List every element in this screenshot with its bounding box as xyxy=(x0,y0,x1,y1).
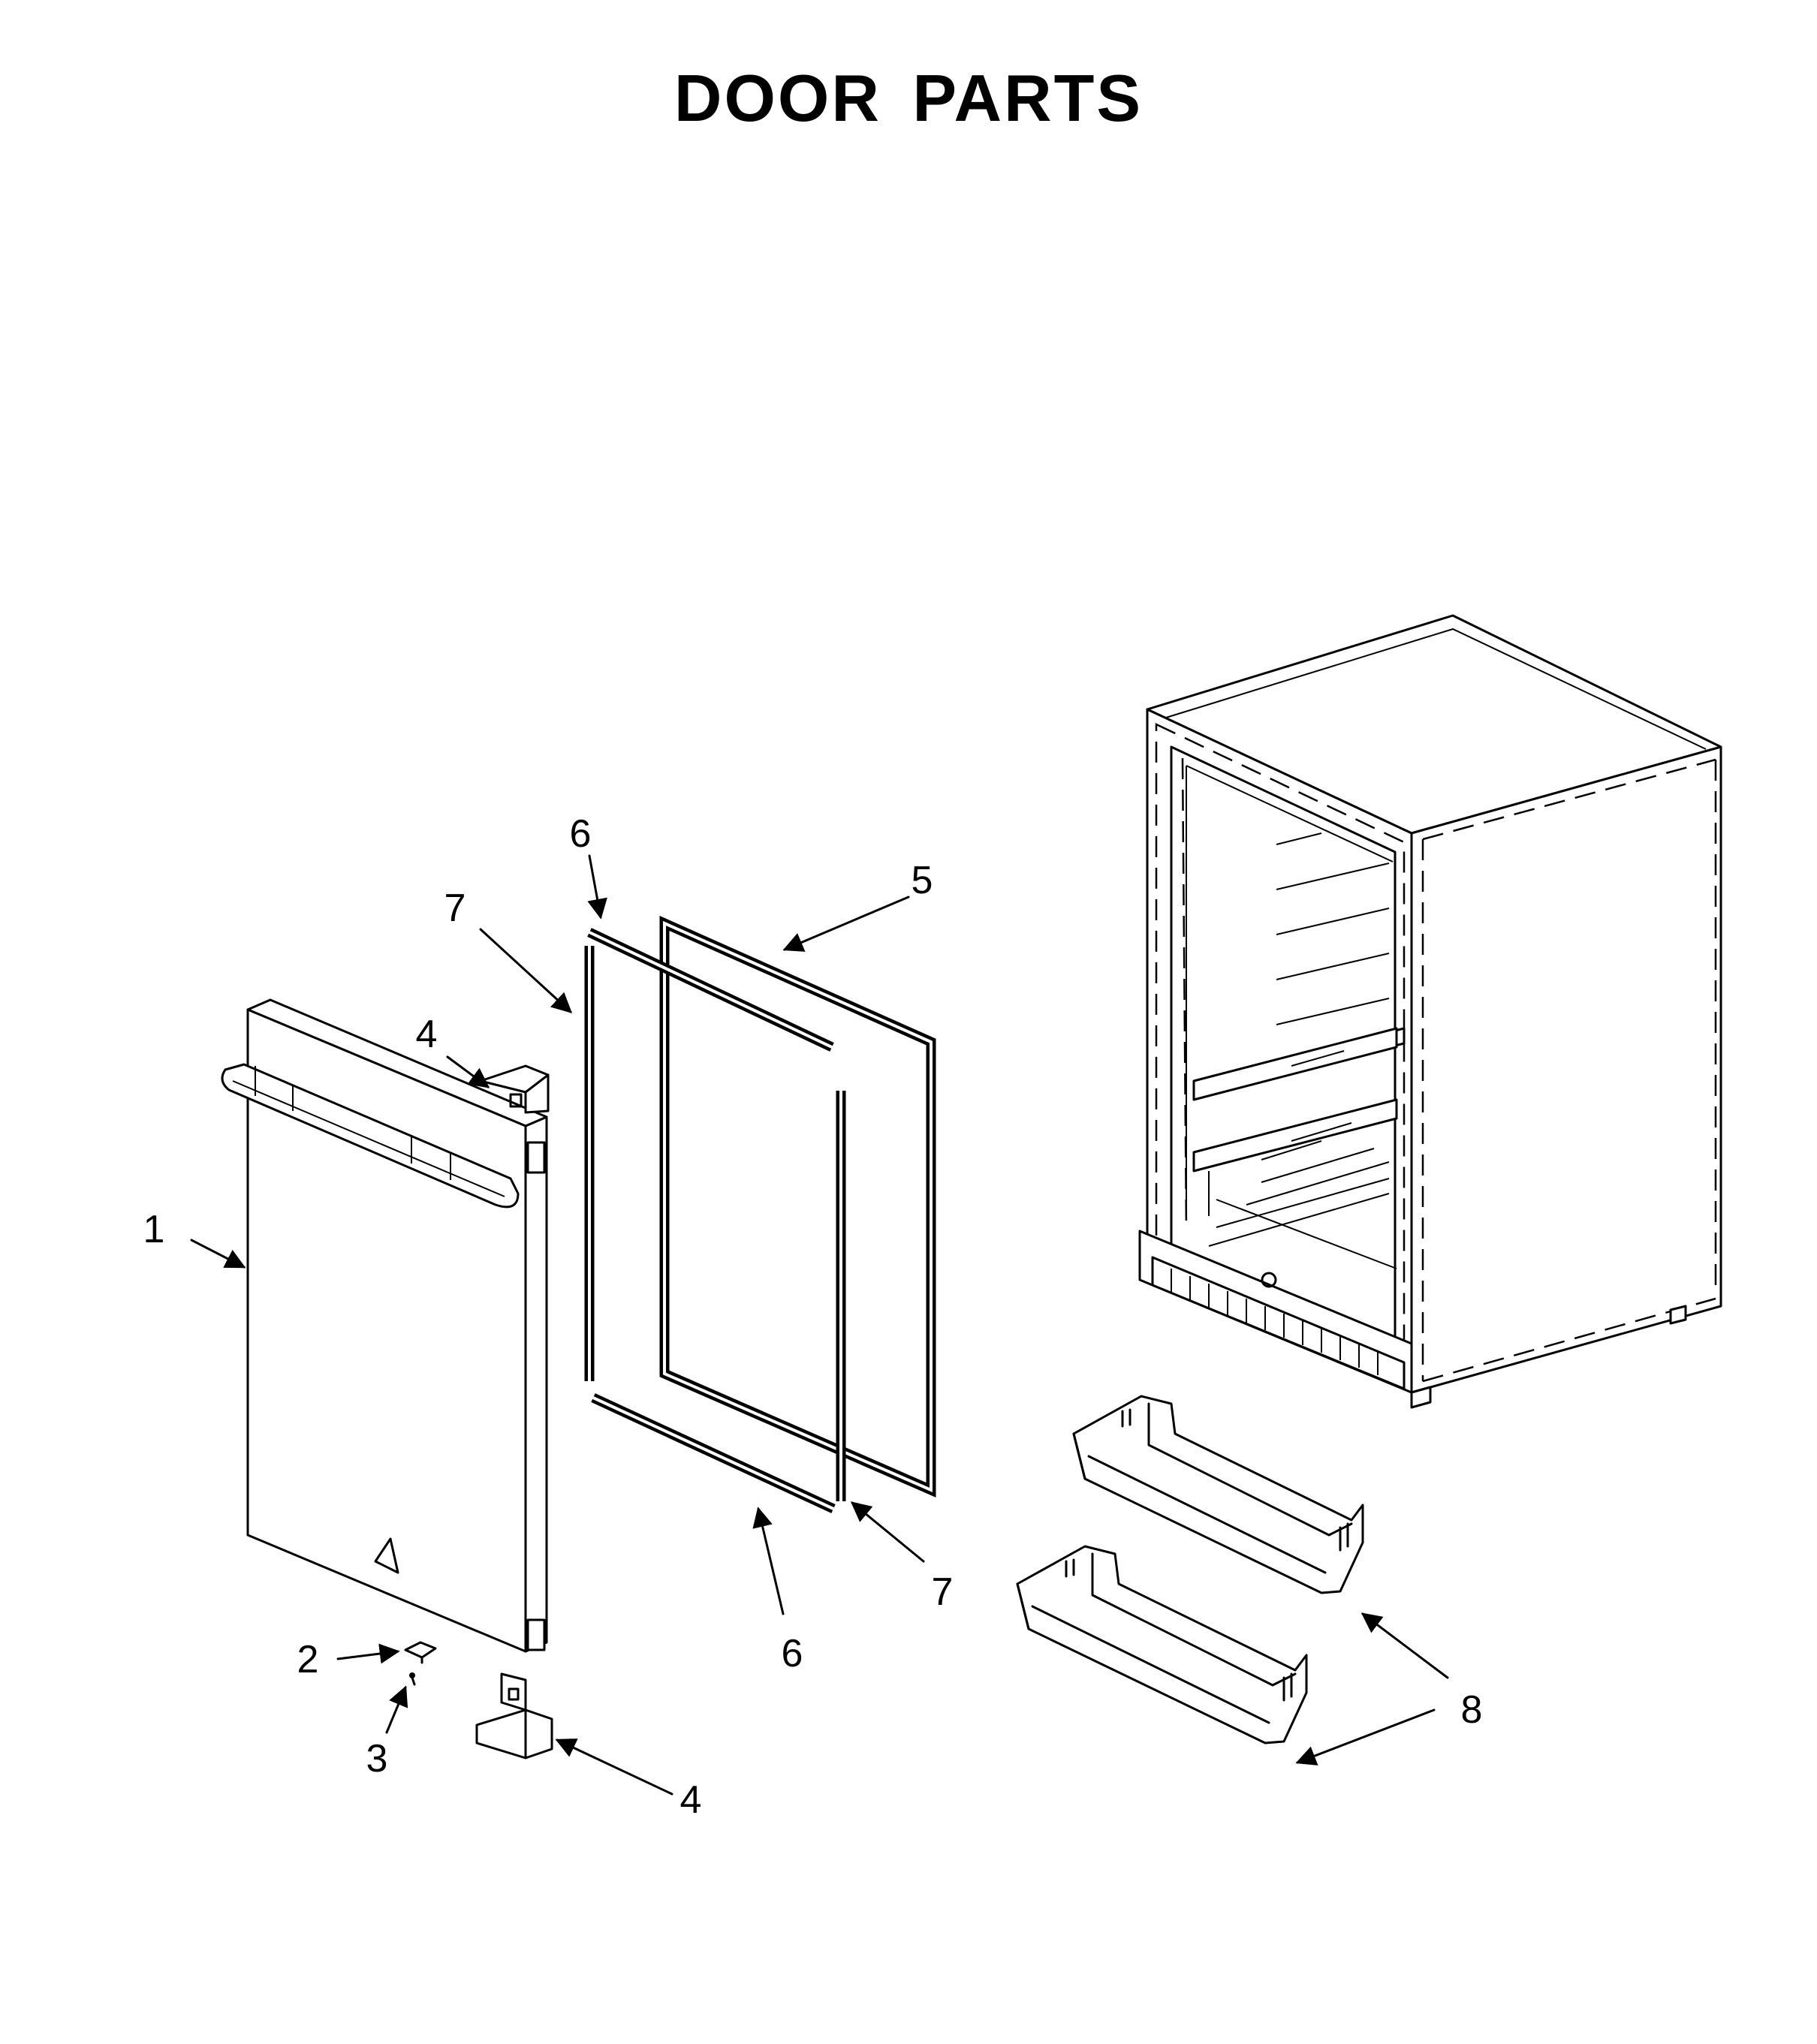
callout-4-bottom: 4 xyxy=(680,1778,702,1822)
page-title: DOOR PARTS xyxy=(673,61,1144,135)
callout-leaders xyxy=(190,854,1449,1796)
callout-5: 5 xyxy=(912,859,933,902)
hinge-cover-top-drawing xyxy=(479,1064,550,1114)
callout-labels: 1 2 3 4 4 5 6 6 7 7 8 xyxy=(143,812,1483,1822)
screw-drawing xyxy=(409,1672,416,1686)
callout-6-top: 6 xyxy=(570,812,592,856)
callout-4-top: 4 xyxy=(416,1013,438,1056)
gasket-drawing xyxy=(659,915,936,1498)
callout-3: 3 xyxy=(366,1737,388,1781)
gasket-strips-drawing xyxy=(584,928,846,1513)
hinge-cover-bottom-drawing xyxy=(475,1672,553,1760)
cabinet-drawing xyxy=(1138,614,1722,1409)
hinge-bracket-drawing xyxy=(404,1641,437,1664)
door-bins-drawing xyxy=(1016,1395,1364,1744)
callout-2: 2 xyxy=(297,1638,319,1681)
callout-1: 1 xyxy=(143,1208,165,1251)
callout-7-top: 7 xyxy=(444,887,466,930)
callout-7-bottom: 7 xyxy=(932,1570,954,1614)
callout-8: 8 xyxy=(1461,1688,1483,1732)
callout-6-bottom: 6 xyxy=(782,1632,803,1675)
door-drawing xyxy=(221,998,548,1653)
